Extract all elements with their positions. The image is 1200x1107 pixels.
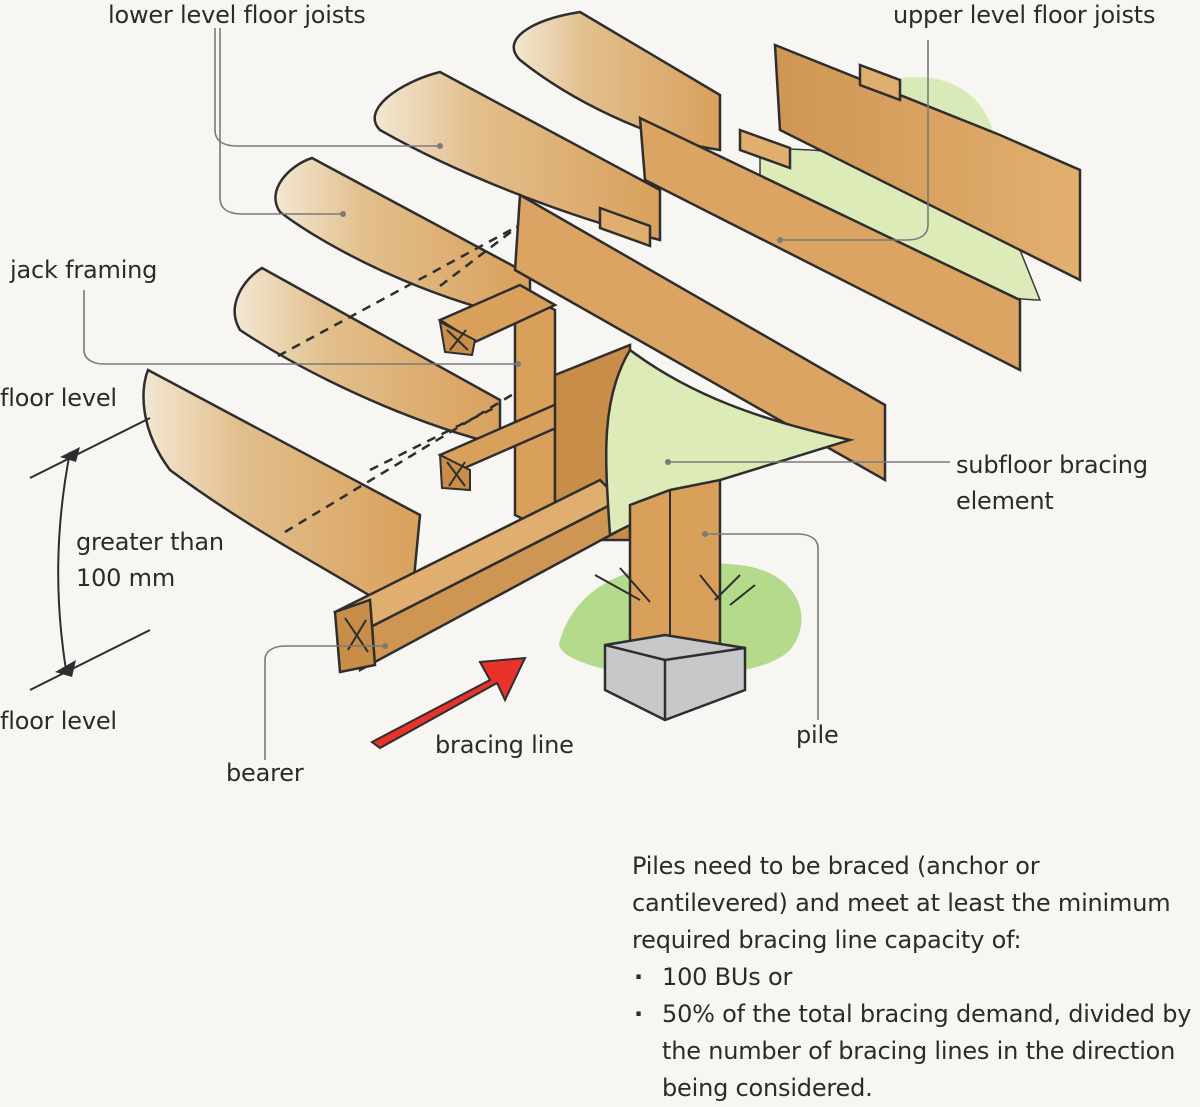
subfloor-bracing-element [604,348,855,537]
leader-dots [340,143,783,649]
bracing-arrow-icon [370,656,527,750]
grass-tuft [594,567,756,606]
bracing-requirements-note: Piles need to be braced (anchor or canti… [632,848,1200,1107]
height-dimension [29,417,151,691]
label-subfloor-bracing-line2: element [956,487,1054,515]
label-pile: pile [796,721,839,749]
label-lower-level-floor-joists: lower level floor joists [108,1,366,29]
label-floor-level-top: floor level [0,384,117,412]
dimension-tick-icon [55,447,80,677]
note-item: 50% of the total bracing demand, divided… [632,996,1200,1107]
label-upper-level-floor-joists: upper level floor joists [893,1,1156,29]
pile [603,478,747,722]
label-height-line1: greater than [76,528,224,556]
label-jack-framing: jack framing [10,256,158,284]
note-list: 100 BUs or 50% of the total bracing dema… [632,959,1200,1107]
label-subfloor-bracing-line1: subfloor bracing [956,451,1148,479]
hidden-edges [277,223,521,534]
note-item: 100 BUs or [632,959,1200,996]
label-height-line2: 100 mm [76,564,175,592]
label-bracing-line: bracing line [435,731,574,759]
jack-end-grain [438,320,477,492]
lower-level-joists [142,10,722,623]
leader-lines [83,28,950,760]
blocking [598,63,902,248]
label-floor-level-bottom: floor level [0,707,117,735]
note-intro: Piles need to be braced (anchor or canti… [632,852,1171,954]
bearer [332,478,623,674]
label-bearer: bearer [226,759,304,787]
